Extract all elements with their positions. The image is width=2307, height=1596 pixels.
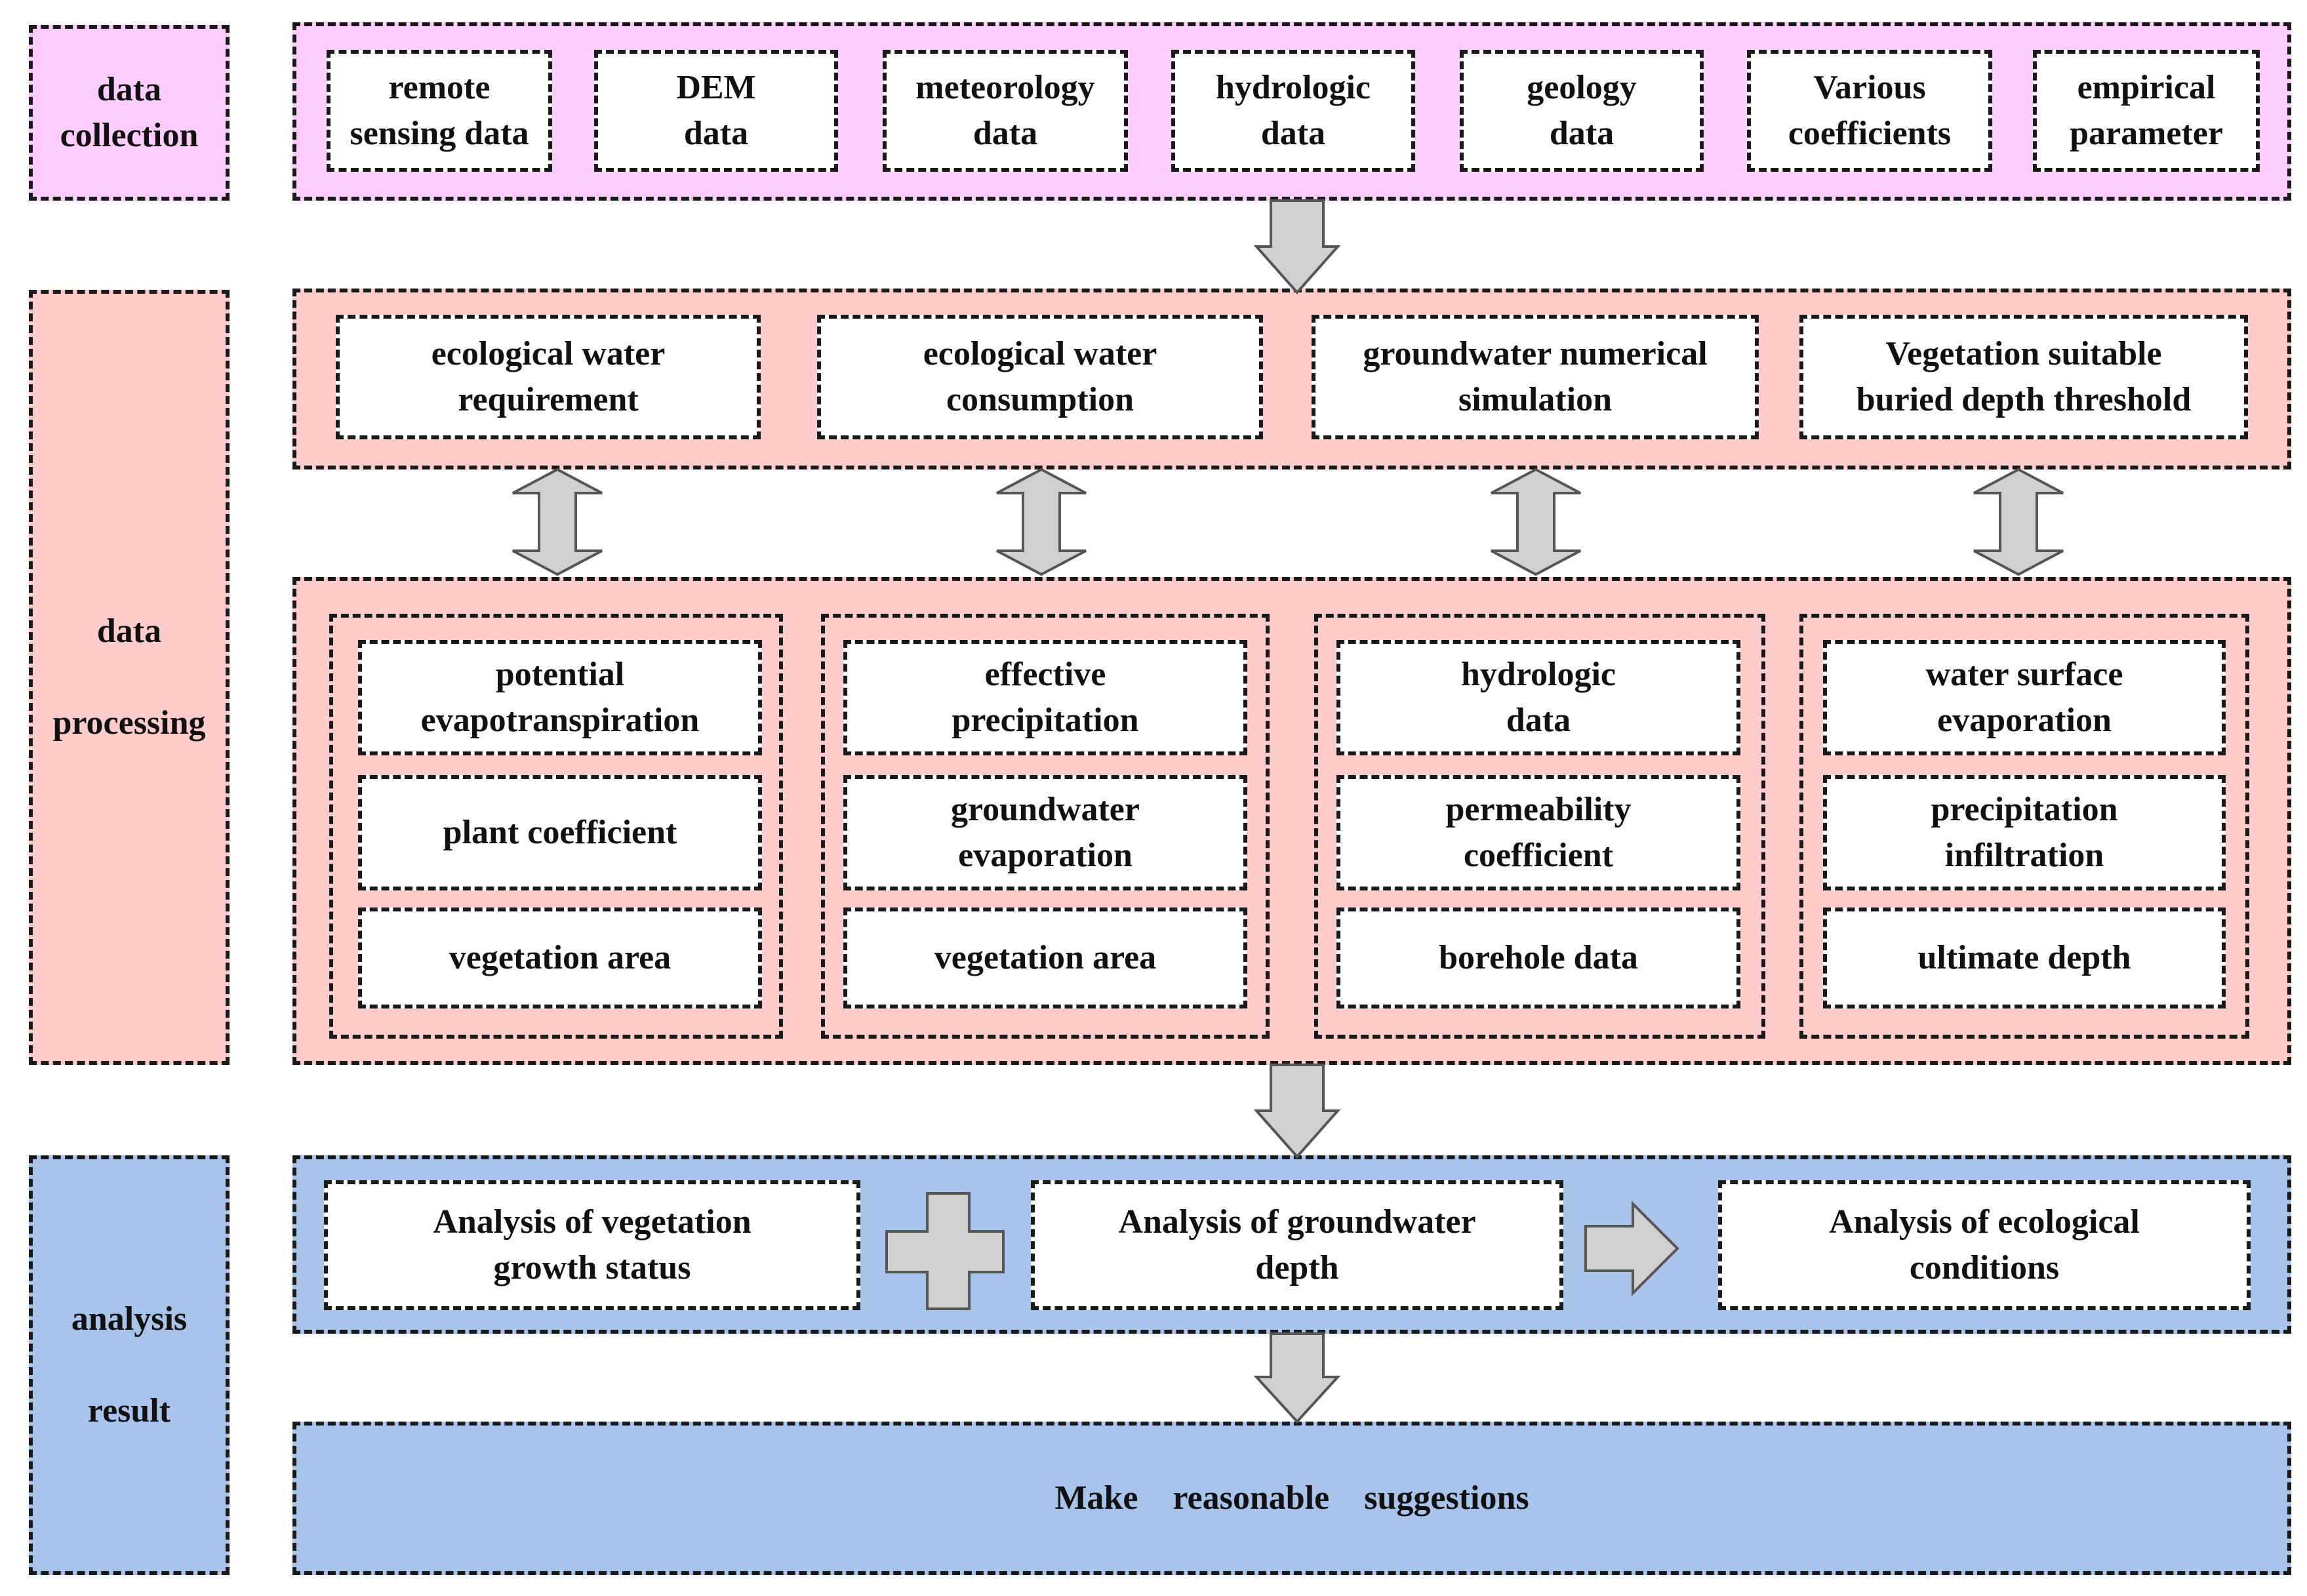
- group-item-label: vegetation area: [934, 939, 1157, 976]
- group-item: plant coefficient: [358, 775, 762, 890]
- double-arrow-icon: [512, 468, 603, 576]
- group-item: groundwater evaporation: [843, 775, 1247, 890]
- stage-collection-label: data collection: [60, 71, 199, 154]
- collection-item-remote-sensing: remote sensing data: [327, 50, 552, 172]
- group-item-label: potential evapotranspiration: [420, 656, 700, 739]
- analysis-label: Analysis of vegetation growth status: [433, 1203, 752, 1287]
- group-item: vegetation area: [358, 908, 762, 1008]
- group-item-label: permeability coefficient: [1445, 791, 1632, 874]
- group-item-label: ultimate depth: [1917, 939, 2131, 976]
- group-item: ultimate depth: [1823, 908, 2226, 1008]
- group-item: permeability coefficient: [1336, 775, 1740, 890]
- collection-item-hydrologic: hydrologic data: [1171, 50, 1415, 172]
- collection-item-label: Various coefficients: [1788, 69, 1952, 152]
- collection-item-label: meteorology data: [915, 69, 1095, 152]
- group-item-label: water surface evaporation: [1925, 656, 2123, 739]
- stage-processing-panel: data processing: [29, 290, 230, 1065]
- group-item: hydrologic data: [1336, 640, 1740, 755]
- collection-item-meteorology: meteorology data: [883, 50, 1128, 172]
- collection-item-coefficients: Various coefficients: [1747, 50, 1992, 172]
- collection-item-label: hydrologic data: [1216, 69, 1371, 152]
- collection-item-geology: geology data: [1460, 50, 1704, 172]
- stage-collection-panel: data collection: [29, 25, 230, 201]
- stage-result-label: analysis result: [71, 1300, 188, 1429]
- group-item: effective precipitation: [843, 640, 1247, 755]
- analysis-label: Analysis of ecological conditions: [1829, 1203, 2140, 1287]
- analysis-vegetation: Analysis of vegetation growth status: [324, 1180, 860, 1310]
- group-item-label: groundwater evaporation: [951, 791, 1140, 874]
- double-arrow-icon: [1491, 468, 1581, 576]
- processing-header-threshold: Vegetation suitable buried depth thresho…: [1799, 315, 2248, 439]
- group-item-label: vegetation area: [449, 939, 672, 976]
- group-item: borehole data: [1336, 908, 1740, 1008]
- analysis-ecological: Analysis of ecological conditions: [1718, 1180, 2251, 1310]
- group-item-label: hydrologic data: [1461, 656, 1616, 739]
- group-item-label: borehole data: [1439, 939, 1638, 976]
- down-arrow-icon: [1253, 199, 1341, 295]
- suggestion-label: Make reasonable suggestions: [1054, 1479, 1529, 1517]
- processing-header-label: groundwater numerical simulation: [1363, 335, 1708, 418]
- group-item-label: plant coefficient: [443, 814, 677, 851]
- analysis-groundwater: Analysis of groundwater depth: [1031, 1180, 1563, 1310]
- group-item: potential evapotranspiration: [358, 640, 762, 755]
- processing-header-requirement: ecological water requirement: [336, 315, 761, 439]
- processing-header-simulation: groundwater numerical simulation: [1312, 315, 1759, 439]
- down-arrow-icon: [1253, 1064, 1341, 1159]
- collection-item-empirical: empirical parameter: [2033, 50, 2260, 172]
- analysis-label: Analysis of groundwater depth: [1118, 1203, 1476, 1287]
- collection-item-label: remote sensing data: [350, 69, 529, 152]
- group-item-label: effective precipitation: [952, 656, 1139, 739]
- group-item: precipitation infiltration: [1823, 775, 2226, 890]
- processing-header-label: ecological water requirement: [431, 335, 666, 418]
- group-item-label: precipitation infiltration: [1931, 791, 2118, 874]
- stage-processing-label: data processing: [52, 612, 206, 742]
- stage-result-panel: analysis result: [29, 1155, 230, 1575]
- processing-header-consumption: ecological water consumption: [817, 315, 1263, 439]
- group-item: vegetation area: [843, 908, 1247, 1008]
- collection-item-dem: DEM data: [594, 50, 838, 172]
- collection-item-label: empirical parameter: [2070, 69, 2223, 152]
- group-item: water surface evaporation: [1823, 640, 2226, 755]
- processing-header-label: Vegetation suitable buried depth thresho…: [1856, 335, 2192, 418]
- suggestion-panel: Make reasonable suggestions: [292, 1422, 2291, 1575]
- collection-item-label: DEM data: [676, 69, 756, 152]
- collection-item-label: geology data: [1527, 69, 1637, 152]
- double-arrow-icon: [996, 468, 1087, 576]
- double-arrow-icon: [1973, 468, 2064, 576]
- down-arrow-icon: [1253, 1332, 1341, 1424]
- processing-header-label: ecological water consumption: [923, 335, 1157, 418]
